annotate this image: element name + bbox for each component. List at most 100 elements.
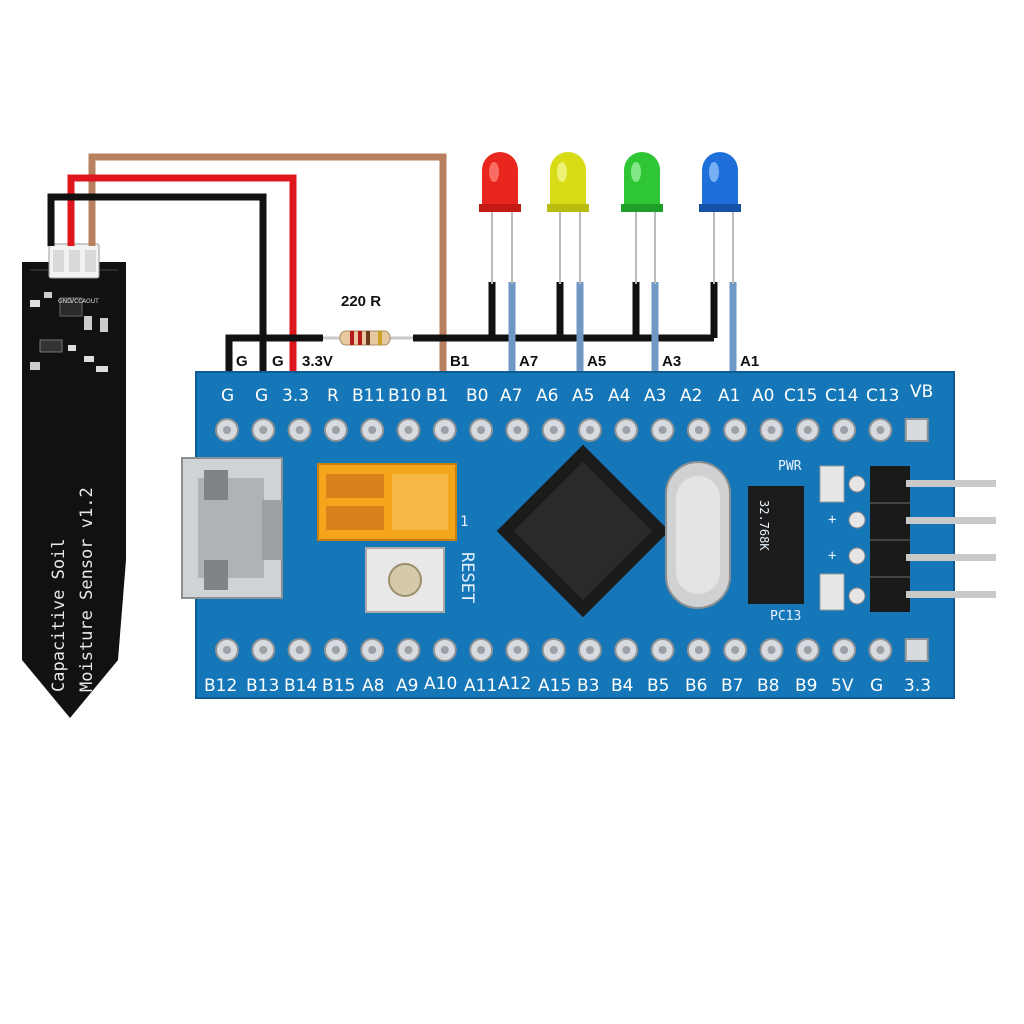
top-pin-label: A0 — [752, 386, 774, 406]
bottom-pin-label: B14 — [284, 676, 317, 696]
crystal-32k-label: 32.768K — [757, 500, 771, 551]
top-pin-label: R — [327, 386, 339, 406]
pin-hole — [223, 646, 231, 654]
soil-moisture-sensor: GND VCC AOUT Capacitive Soil Moisture Se… — [22, 243, 126, 718]
bottom-pin-label: B13 — [246, 676, 279, 696]
pin-hole — [876, 646, 885, 654]
pin-hole — [694, 426, 703, 434]
pin-hole — [586, 426, 594, 434]
bottom-pin-label: A9 — [396, 676, 418, 696]
pin-hole — [731, 426, 740, 434]
bottom-pin-label: B9 — [795, 676, 817, 696]
pin-hole — [259, 646, 268, 654]
bottom-pin-label: A15 — [538, 676, 571, 696]
pin-hole — [622, 646, 631, 654]
top-pin-label: 3.3 — [282, 386, 309, 406]
bottom-pin-holes — [215, 638, 929, 662]
conn-label-g1: G — [236, 353, 248, 370]
pin-hole — [803, 646, 812, 654]
top-pin-label: A5 — [572, 386, 594, 406]
bottom-pin-label: A12 — [498, 674, 531, 694]
pwr-led — [819, 465, 845, 503]
bottom-pin-label: A8 — [362, 676, 384, 696]
top-pin-label: A6 — [536, 386, 558, 406]
pin-hole — [368, 646, 377, 654]
led-green — [621, 152, 663, 284]
pin-hole — [658, 426, 667, 434]
pin-hole — [259, 426, 268, 434]
pin-hole — [767, 646, 776, 654]
top-pin-label: A4 — [608, 386, 630, 406]
wire-signal — [88, 153, 447, 372]
top-pin-label: G — [255, 386, 268, 406]
top-pin-label: A1 — [718, 386, 740, 406]
pin-hole — [440, 646, 449, 654]
pin-hole — [549, 646, 558, 654]
resistor-220r — [339, 330, 391, 346]
bottom-pin-label: B6 — [685, 676, 707, 696]
pin-hole — [694, 646, 703, 654]
pin-hole — [803, 426, 812, 434]
bottom-pin-label: 3.3 — [904, 676, 931, 696]
header-plus-1: + — [828, 512, 836, 528]
pin-hole — [404, 646, 413, 654]
boot-jumpers: 1 — [317, 463, 468, 541]
conn-label-b1: B1 — [450, 353, 469, 370]
top-pin-label: C15 — [784, 386, 818, 406]
pin-hole — [404, 426, 413, 434]
connection-labels: G G 3.3V B1 A7 A5 A3 A1 — [236, 353, 759, 370]
led-yellow — [547, 152, 589, 284]
pin-hole — [840, 646, 849, 654]
pin-hole — [876, 426, 885, 434]
pc13-label: PC13 — [770, 609, 801, 624]
wire-gnd-sensor — [47, 193, 267, 372]
pin-hole — [731, 646, 740, 654]
top-pin-label: C14 — [825, 386, 859, 406]
conn-label-a5: A5 — [587, 353, 606, 370]
wire-vcc — [67, 174, 297, 372]
reset-label: RESET — [457, 552, 477, 603]
bottom-pin-label: B5 — [647, 676, 669, 696]
pin-hole — [368, 426, 377, 434]
sensor-pin-gnd: GND — [58, 298, 72, 305]
pin-hole — [840, 426, 849, 434]
crystal-32k: 32.768K — [748, 486, 804, 604]
top-pin-label: A2 — [680, 386, 702, 406]
conn-label-a7: A7 — [519, 353, 538, 370]
top-pin-label: G — [221, 386, 234, 406]
leds — [479, 152, 741, 284]
stm32-board: 1 RESET 32.768K PWR + + PC13 — [181, 371, 996, 699]
top-pin-label: C13 — [866, 386, 900, 406]
led-blue — [699, 152, 741, 284]
top-pin-holes — [215, 418, 929, 442]
bottom-pin-label: A10 — [424, 674, 457, 694]
pin-hole — [658, 646, 667, 654]
pin-hole — [223, 426, 231, 434]
top-pin-label: B11 — [352, 386, 385, 406]
crystal-8mhz — [665, 461, 731, 609]
pin-hole — [904, 418, 929, 442]
pin-hole — [549, 426, 558, 434]
pin-hole — [477, 646, 486, 654]
bottom-pin-label: 5V — [831, 676, 854, 696]
pin-hole — [477, 426, 486, 434]
top-pin-label: B1 — [426, 386, 448, 406]
wires — [47, 153, 737, 372]
top-pin-label: B0 — [466, 386, 488, 406]
bottom-pin-label: B3 — [577, 676, 599, 696]
conn-label-a1: A1 — [740, 353, 759, 370]
pin-hole — [767, 426, 776, 434]
conn-label-a3: A3 — [662, 353, 681, 370]
pin-hole — [440, 426, 449, 434]
top-pin-label: A3 — [644, 386, 666, 406]
pc13-led — [819, 573, 845, 611]
bottom-pin-label: B7 — [721, 676, 743, 696]
mcu-chip — [496, 444, 670, 618]
top-pin-labels: G G 3.3 R B11 B10 B1 B0 A7 A6 A5 A4 A3 A… — [221, 382, 933, 406]
pin-hole — [295, 426, 304, 434]
header-plus-2: + — [828, 548, 836, 564]
pin-hole — [513, 646, 522, 654]
conn-label-g2: G — [272, 353, 284, 370]
conn-label-3v3: 3.3V — [302, 353, 333, 370]
